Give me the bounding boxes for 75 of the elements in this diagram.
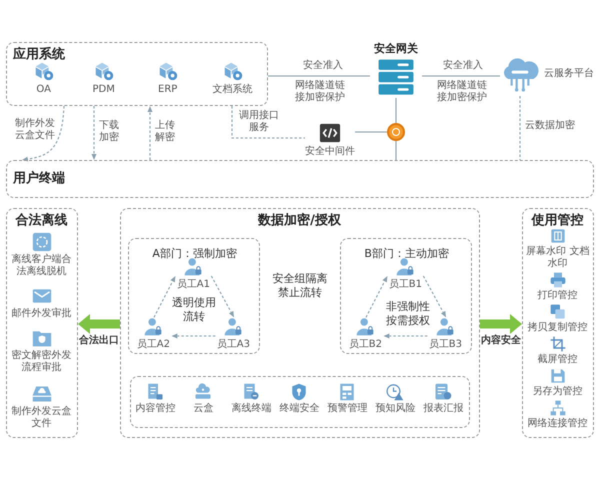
arrow: [148, 106, 152, 160]
item-label: 预警管理: [326, 403, 368, 416]
edge-label: 内容安全: [480, 334, 522, 348]
note-text: 网络隧道链接加密保护: [435, 80, 489, 104]
feature-panel: [130, 376, 470, 428]
hub-icon: [387, 123, 405, 141]
arrow: [210, 276, 234, 318]
item-label: 预知风险: [374, 403, 416, 416]
arrow: [422, 276, 446, 318]
item-label: 终端安全: [278, 403, 320, 416]
connector-line: [519, 96, 521, 160]
connector-line: [355, 131, 387, 133]
edge-label: 制作外发云盒文件: [14, 118, 56, 142]
group-panel: [6, 42, 268, 106]
connector-line: [268, 75, 370, 77]
band-title: 用户终端: [13, 171, 65, 187]
note-text: 网络隧道链接加密保护: [293, 80, 347, 104]
edge-label: 合法出口: [78, 334, 120, 348]
item-label: 员工B1: [388, 279, 423, 292]
arrow: [22, 106, 65, 162]
item-label: 安全中间件: [305, 146, 355, 158]
arrow: [92, 106, 96, 160]
item-label: PDM: [92, 84, 116, 96]
connector-line: [395, 141, 397, 160]
item-label: 密文解密外发流程审批: [10, 350, 73, 374]
item-label: 拷贝复制管控: [526, 322, 589, 334]
edge-label: 上传解密: [154, 120, 176, 144]
item-label: 云盒: [192, 403, 214, 416]
item-label: 员工B3: [428, 339, 463, 352]
service-label: 云服务平台: [544, 68, 594, 80]
terminal-band: [6, 160, 594, 198]
arrow: [154, 276, 176, 318]
connector-line: [231, 106, 305, 139]
group-panel: [6, 208, 78, 438]
item-label: 内容管控: [134, 403, 176, 416]
edge-label: 调用接口服务: [238, 110, 280, 134]
note-text: 非强制性按需授权: [385, 300, 431, 328]
block-arrow: [78, 314, 120, 334]
edge-label: 安全准入: [441, 60, 485, 72]
group-panel: [522, 208, 594, 438]
group-title: A部门：强制加密: [151, 246, 238, 261]
arrow: [383, 334, 428, 338]
block-arrow: [480, 314, 522, 334]
group-title: 合法离线: [14, 213, 68, 229]
group-title: B部门：主动加密: [363, 246, 450, 261]
item-label: 截屏管控: [536, 354, 579, 366]
connector-line: [422, 75, 500, 77]
item-label: 屏幕水印 文档水印: [526, 246, 590, 270]
item-label: 另存为管控: [532, 386, 584, 398]
note-text: 透明使用流转: [171, 296, 217, 324]
edge-label: 下载加密: [98, 120, 120, 144]
item-label: OA: [35, 84, 52, 96]
item-label: 离线客户端合法离线脱机: [10, 254, 73, 278]
edge-label: 云数据加密: [524, 120, 576, 132]
arrow: [171, 334, 216, 338]
item-label: 文档系统: [212, 84, 254, 96]
edge-label: 安全准入: [301, 60, 345, 72]
item-label: 邮件外发审批: [10, 308, 73, 320]
connector-line: [395, 98, 397, 123]
item-label: 打印管控: [536, 290, 579, 302]
group-title: 数据加密/授权: [256, 213, 342, 229]
item-label: ERP: [157, 84, 178, 96]
item-label: 制作外发云盒文件: [10, 406, 73, 430]
group-title: 应用系统: [13, 47, 65, 63]
item-label: 员工A2: [136, 339, 171, 352]
item-label: 网络连接管控: [526, 418, 589, 430]
note-text: 安全组隔离禁止流转: [271, 272, 329, 300]
item-label: 员工A1: [176, 279, 211, 292]
group-title: 使用管控: [530, 213, 584, 229]
item-label: 员工B2: [348, 339, 383, 352]
gateway-title: 安全网关: [373, 42, 419, 56]
item-label: 离线终端: [230, 403, 272, 416]
arrow: [366, 276, 388, 318]
item-label: 员工A3: [216, 339, 251, 352]
item-label: 报表汇报: [422, 403, 464, 416]
